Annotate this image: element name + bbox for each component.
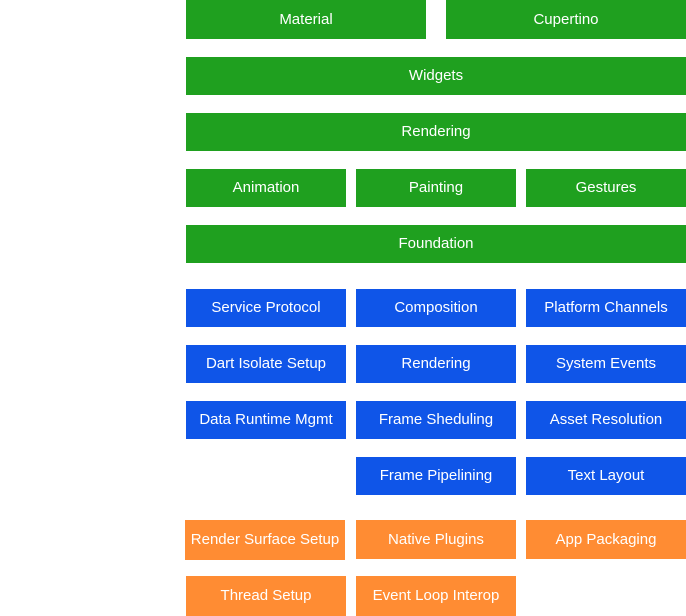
data-runtime-mgmt-label: Data Runtime Mgmt bbox=[199, 411, 333, 428]
frame-pipelining-box: Frame Pipelining bbox=[356, 457, 516, 495]
gestures-box: Gestures bbox=[526, 169, 686, 207]
thread-setup-label: Thread Setup bbox=[220, 587, 312, 604]
native-plugins-box: Native Plugins bbox=[356, 520, 516, 559]
engine-rendering-box: Rendering bbox=[356, 345, 516, 383]
system-events-box: System Events bbox=[526, 345, 686, 383]
app-packaging-box: App Packaging bbox=[526, 520, 686, 559]
frame-pipelining-label: Frame Pipelining bbox=[379, 467, 493, 484]
frame-sheduling-label: Frame Sheduling bbox=[378, 411, 494, 428]
native-plugins-label: Native Plugins bbox=[388, 530, 484, 548]
service-protocol-label: Service Protocol bbox=[211, 299, 321, 316]
foundation-label: Foundation bbox=[398, 235, 474, 252]
framework-rendering-label: Rendering bbox=[401, 123, 471, 140]
render-surface-setup-label: Render Surface Setup bbox=[190, 531, 340, 548]
cupertino-label: Cupertino bbox=[533, 10, 599, 28]
system-events-label: System Events bbox=[555, 355, 657, 372]
app-packaging-label: App Packaging bbox=[555, 530, 657, 548]
platform-channels-box: Platform Channels bbox=[526, 289, 686, 327]
text-layout-label: Text Layout bbox=[567, 467, 645, 484]
asset-resolution-label: Asset Resolution bbox=[549, 411, 663, 428]
render-surface-setup-box: Render Surface Setup bbox=[185, 520, 345, 560]
composition-box: Composition bbox=[356, 289, 516, 327]
widgets-label: Widgets bbox=[408, 67, 464, 84]
dart-isolate-setup-box: Dart Isolate Setup bbox=[186, 345, 346, 383]
widgets-box: Widgets bbox=[186, 57, 686, 95]
data-runtime-mgmt-box: Data Runtime Mgmt bbox=[186, 401, 346, 439]
service-protocol-box: Service Protocol bbox=[186, 289, 346, 327]
animation-box: Animation bbox=[186, 169, 346, 207]
painting-box: Painting bbox=[356, 169, 516, 207]
foundation-box: Foundation bbox=[186, 225, 686, 263]
material-box: Material bbox=[186, 0, 426, 39]
frame-sheduling-box: Frame Sheduling bbox=[356, 401, 516, 439]
framework-rendering-box: Rendering bbox=[186, 113, 686, 151]
cupertino-box: Cupertino bbox=[446, 0, 686, 39]
composition-label: Composition bbox=[394, 299, 478, 316]
platform-channels-label: Platform Channels bbox=[544, 299, 668, 316]
gestures-label: Gestures bbox=[575, 179, 637, 196]
event-loop-interop-box: Event Loop Interop bbox=[356, 576, 516, 616]
text-layout-box: Text Layout bbox=[526, 457, 686, 495]
animation-label: Animation bbox=[232, 179, 300, 196]
asset-resolution-box: Asset Resolution bbox=[526, 401, 686, 439]
painting-label: Painting bbox=[408, 179, 464, 196]
material-label: Material bbox=[279, 10, 333, 28]
event-loop-interop-label: Event Loop Interop bbox=[372, 587, 500, 604]
thread-setup-box: Thread Setup bbox=[186, 576, 346, 616]
dart-isolate-setup-label: Dart Isolate Setup bbox=[205, 355, 327, 372]
engine-rendering-label: Rendering bbox=[401, 355, 471, 372]
